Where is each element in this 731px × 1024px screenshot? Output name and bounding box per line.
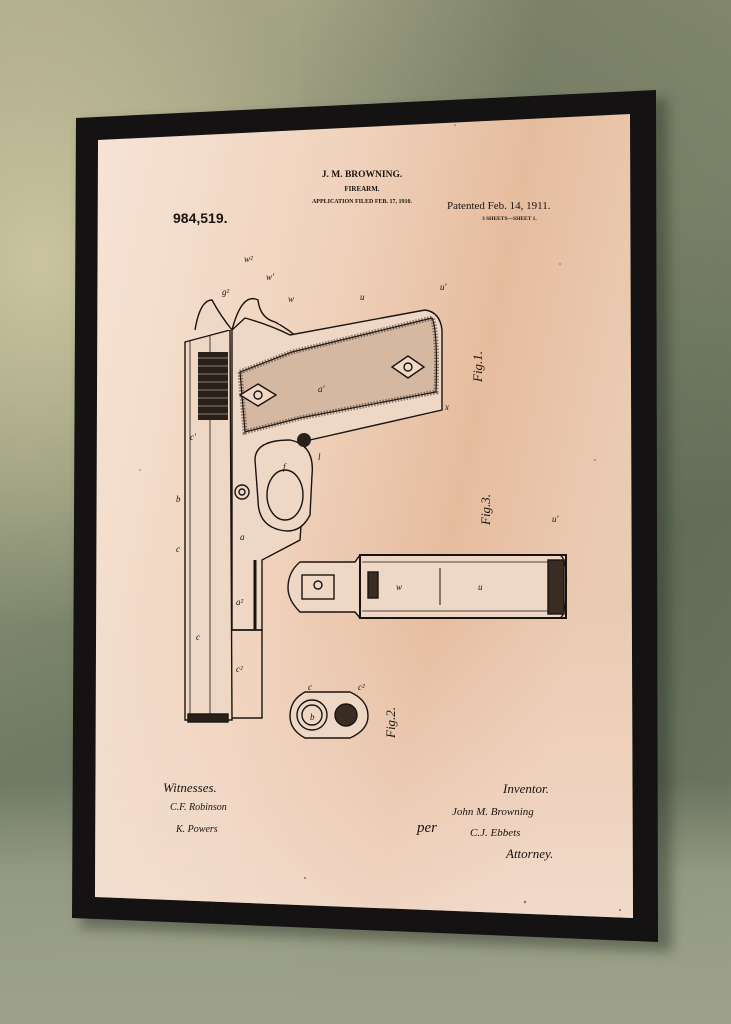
svg-text:g²: g² xyxy=(222,287,230,297)
sheet-count: 3 SHEETS—SHEET 1. xyxy=(482,216,537,222)
part-labels: a' f a a² c c c' b c² u u' w w' w² g² x … xyxy=(176,254,560,722)
figure-2-muzzle xyxy=(289,691,369,739)
svg-text:a: a xyxy=(240,532,245,542)
svg-text:u': u' xyxy=(552,514,560,524)
svg-text:w²: w² xyxy=(244,254,253,264)
svg-text:u: u xyxy=(478,582,483,592)
patented-date: Patented Feb. 14, 1911. xyxy=(447,200,551,212)
witness-2: K. Powers xyxy=(175,824,218,835)
fig1-label: Fig.1. xyxy=(470,351,485,383)
svg-text:w: w xyxy=(396,582,402,592)
application-date: APPLICATION FILED FEB. 17, 1910. xyxy=(312,199,413,205)
svg-text:c²: c² xyxy=(358,682,365,692)
patent-number: 984,519. xyxy=(173,210,228,226)
svg-text:c²: c² xyxy=(236,664,243,674)
svg-text:w': w' xyxy=(266,272,275,282)
figure-labels: Fig.1. Fig.2. Fig.3. xyxy=(383,351,493,739)
inventor-signature: John M. Browning xyxy=(452,806,534,818)
inventor-label: Inventor. xyxy=(502,781,549,796)
witnesses-label: Witnesses. xyxy=(163,780,217,795)
svg-text:u': u' xyxy=(440,282,448,292)
svg-text:a': a' xyxy=(318,384,326,394)
patent-header: J. M. BROWNING. FIREARM. APPLICATION FIL… xyxy=(173,170,551,226)
witness-1: C.F. Robinson xyxy=(170,802,227,813)
attorney-signature: C.J. Ebbets xyxy=(470,827,520,839)
svg-text:c: c xyxy=(196,632,200,642)
svg-text:a²: a² xyxy=(236,597,244,607)
paper-specks xyxy=(139,124,621,911)
figure-1-pistol xyxy=(184,298,443,723)
inventor-header: J. M. BROWNING. xyxy=(322,170,403,180)
svg-text:c: c xyxy=(308,682,312,692)
svg-text:x: x xyxy=(444,402,449,412)
svg-text:w: w xyxy=(288,294,294,304)
signatures: Witnesses. C.F. Robinson K. Powers Inven… xyxy=(163,780,553,861)
fig3-label: Fig.3. xyxy=(478,494,493,526)
patent-title: FIREARM. xyxy=(344,185,379,193)
svg-text:c': c' xyxy=(190,432,197,442)
figure-3-section xyxy=(287,554,568,619)
svg-text:b: b xyxy=(176,494,181,504)
svg-text:b: b xyxy=(310,712,315,722)
attorney-label: Attorney. xyxy=(505,846,553,861)
fig2-label: Fig.2. xyxy=(383,707,398,739)
svg-text:u: u xyxy=(360,292,365,302)
svg-text:f: f xyxy=(283,462,287,472)
per-label: per xyxy=(416,820,437,836)
svg-text:c: c xyxy=(176,544,180,554)
svg-text:l: l xyxy=(318,452,321,462)
